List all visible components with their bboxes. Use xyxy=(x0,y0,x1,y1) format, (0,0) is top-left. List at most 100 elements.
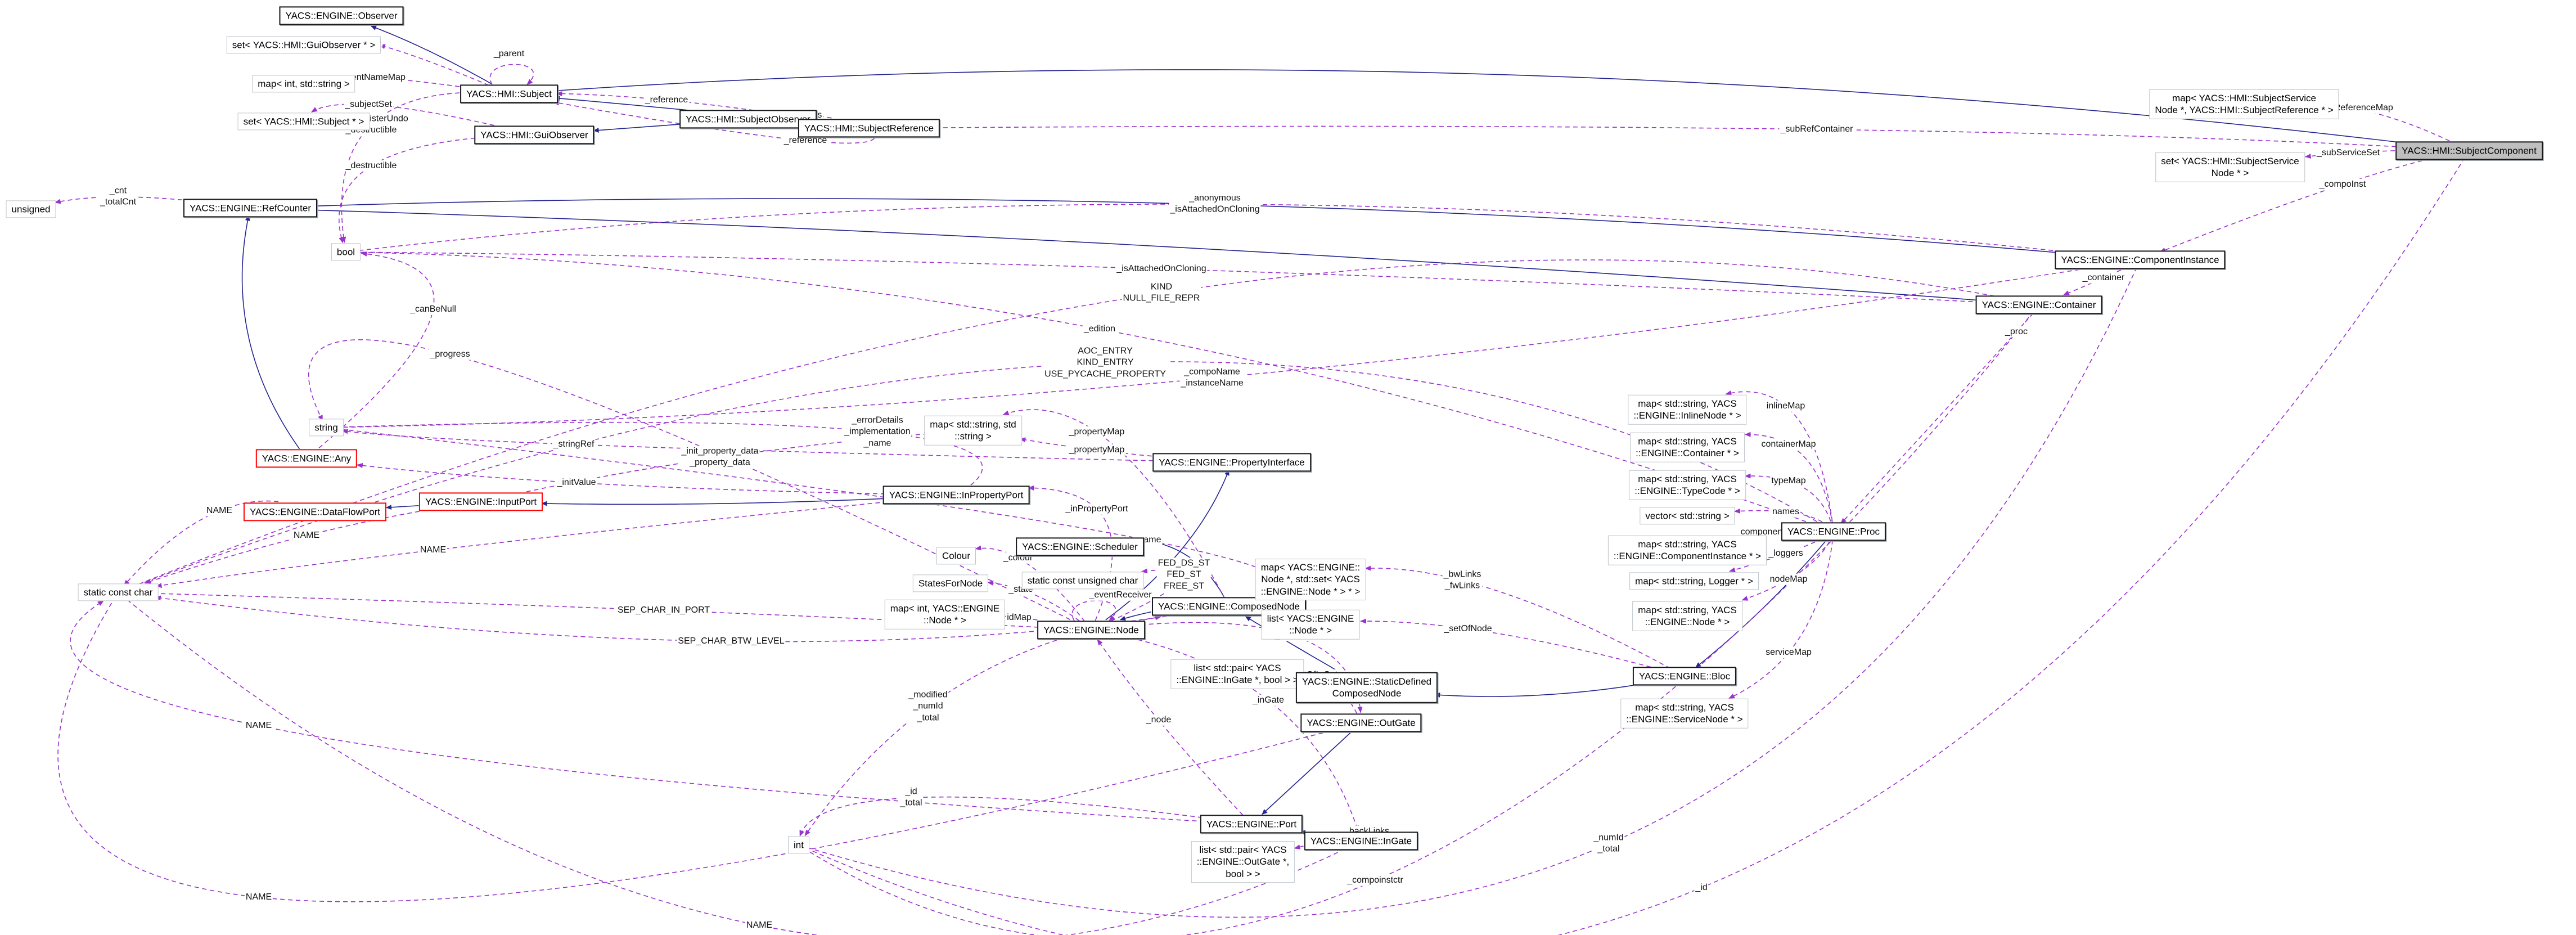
class-box-subjectreference[interactable]: YACS::HMI::SubjectReference xyxy=(798,119,940,138)
class-box-subject[interactable]: YACS::HMI::Subject xyxy=(460,84,558,104)
class-box-port[interactable]: YACS::ENGINE::Port xyxy=(1200,815,1303,834)
edge-label: NAME xyxy=(244,891,273,903)
edge-composednode-map_string_string xyxy=(1002,409,1226,600)
class-box-componentinstance[interactable]: YACS::ENGINE::ComponentInstance xyxy=(2055,250,2226,269)
edge-label: _reference xyxy=(643,94,690,106)
type-box-int: int xyxy=(788,836,809,854)
class-box-refcounter[interactable]: YACS::ENGINE::RefCounter xyxy=(183,199,318,218)
edge-inpropertyport-any xyxy=(356,463,886,495)
edge-any-bool xyxy=(312,251,435,454)
class-box-staticdefined[interactable]: YACS::ENGINE::StaticDefined ComposedNode xyxy=(1295,672,1438,703)
type-box-vector_string: vector< std::string > xyxy=(1640,507,1735,525)
type-box-map_node_set: map< YACS::ENGINE:: Node *, std::set< YA… xyxy=(1255,559,1366,600)
edge-label: AOC_ENTRY KIND_ENTRY USE_PYCACHE_PROPERT… xyxy=(1043,345,1167,380)
type-box-bool: bool xyxy=(331,243,361,261)
edge-subjectobserver-guiobserver xyxy=(593,124,680,133)
edge-label: NAME xyxy=(205,505,234,517)
type-box-map_logger: map< std::string, Logger * > xyxy=(1629,572,1759,590)
edge-label: _errorDetails _implementation _name xyxy=(843,415,912,449)
edge-subjectcomponent-subjectreference xyxy=(929,125,2397,147)
class-box-container[interactable]: YACS::ENGINE::Container xyxy=(1975,295,2102,314)
edge-node-node xyxy=(1071,600,1116,622)
edge-propertyinterface-map_string_string xyxy=(1019,437,1152,457)
edge-label: NAME xyxy=(244,720,273,732)
type-box-list_pair_outgate: list< std::pair< YACS ::ENGINE::OutGate … xyxy=(1191,841,1295,883)
edge-label: _propertyMap xyxy=(1068,426,1126,438)
edge-componentinstance-string xyxy=(326,268,2088,430)
class-box-any[interactable]: YACS::ENGINE::Any xyxy=(255,449,358,468)
edge-label: _init_property_data _property_data xyxy=(680,446,760,469)
edge-subjectcomponent-subject xyxy=(535,69,2413,145)
edge-label: _progress xyxy=(429,348,471,361)
class-box-ingate[interactable]: YACS::ENGINE::InGate xyxy=(1304,831,1418,851)
type-box-statesfornode: StatesForNode xyxy=(912,574,989,592)
type-box-static_const_char: static const char xyxy=(78,583,159,601)
edge-label: _compoinstctr xyxy=(1346,874,1404,887)
edge-inputport-dataflowport xyxy=(386,505,419,510)
edge-label: _id xyxy=(1694,882,1709,894)
edge-label: _subRefContainer xyxy=(1779,123,1854,136)
type-box-map_typecode: map< std::string, YACS ::ENGINE::TypeCod… xyxy=(1629,470,1746,500)
type-box-list_pair_ingate: list< std::pair< YACS ::ENGINE::InGate *… xyxy=(1170,659,1304,689)
edge-label: _eventReceiver xyxy=(1088,589,1153,601)
edge-label: _parent xyxy=(492,48,526,60)
class-box-dataflowport[interactable]: YACS::ENGINE::DataFlowPort xyxy=(243,502,387,522)
edge-label: _node xyxy=(1145,714,1173,726)
edge-any-refcounter xyxy=(241,215,300,449)
type-box-map_inlinenode: map< std::string, YACS ::ENGINE::InlineN… xyxy=(1628,394,1747,425)
edge-label: _setOfNode xyxy=(1443,623,1493,635)
class-box-outgate[interactable]: YACS::ENGINE::OutGate xyxy=(1300,713,1422,732)
edge-composednode-node xyxy=(1119,611,1151,621)
edge-label: _id _total xyxy=(899,786,924,810)
class-box-scheduler[interactable]: YACS::ENGINE::Scheduler xyxy=(1016,537,1144,556)
class-box-proc[interactable]: YACS::ENGINE::Proc xyxy=(1781,522,1886,541)
class-box-composednode[interactable]: YACS::ENGINE::ComposedNode xyxy=(1152,597,1306,616)
edge-bloc-staticdefined xyxy=(1434,685,1634,698)
type-box-unsigned: unsigned xyxy=(6,200,56,218)
class-box-bloc[interactable]: YACS::ENGINE::Bloc xyxy=(1632,667,1737,686)
class-box-node[interactable]: YACS::ENGINE::Node xyxy=(1037,621,1145,640)
edge-label: FED_DS_ST FED_ST FREE_ST xyxy=(1156,558,1212,592)
edge-label: NAME xyxy=(292,529,321,542)
type-box-set_subjectservice: set< YACS::HMI::SubjectService Node * > xyxy=(2155,152,2305,182)
edge-label: _reference xyxy=(782,134,828,147)
type-box-string: string xyxy=(309,419,344,437)
type-box-static_const_uchar: static const unsigned char xyxy=(1021,572,1144,590)
class-box-propertyinterface[interactable]: YACS::ENGINE::PropertyInterface xyxy=(1152,453,1311,472)
edge-label: _destructible xyxy=(344,160,398,172)
class-box-subjectcomponent: YACS::HMI::SubjectComponent xyxy=(2395,141,2543,160)
class-box-subjectobserver[interactable]: YACS::HMI::SubjectObserver xyxy=(679,110,817,129)
edge-label: containerMap xyxy=(1760,438,1817,451)
edge-proc-map_logger xyxy=(1729,541,1816,573)
edge-label: SEP_CHAR_IN_PORT xyxy=(616,604,711,617)
edge-label: typeMap xyxy=(1770,475,1807,487)
edge-label: _inGate xyxy=(1251,694,1286,707)
edge-label: _initValue xyxy=(556,477,597,489)
edge-label: _loggers xyxy=(1767,547,1804,560)
edge-inpropertyport-string xyxy=(326,421,983,486)
edge-container-proc xyxy=(1840,313,2034,524)
edge-dataflowport-static_const_char xyxy=(123,500,279,586)
edge-port-static_const_char xyxy=(70,600,1213,822)
edge-label: idMap xyxy=(1006,612,1033,624)
edge-subject-set_guiobserver xyxy=(379,44,489,86)
edge-label: nodeMap xyxy=(1768,573,1809,586)
edge-label: _isAttachedOnCloning xyxy=(1115,263,1208,275)
class-box-guiobserver[interactable]: YACS::HMI::GuiObserver xyxy=(474,125,595,145)
class-box-inputport[interactable]: YACS::ENGINE::InputPort xyxy=(418,492,543,511)
edge-inpropertyport-inputport xyxy=(541,498,885,506)
class-box-observer[interactable]: YACS::ENGINE::Observer xyxy=(279,6,404,25)
edge-bloc-map_node_set xyxy=(1364,565,1671,669)
type-box-set_subject: set< YACS::HMI::Subject * > xyxy=(237,113,370,131)
edge-label: _cnt _totalCnt xyxy=(98,185,138,209)
type-box-list_node: list< YACS::ENGINE ::Node * > xyxy=(1261,609,1360,640)
edge-node-composednode xyxy=(1142,615,1161,621)
edge-label: names xyxy=(1771,506,1801,518)
class-box-inpropertyport[interactable]: YACS::ENGINE::InPropertyPort xyxy=(882,486,1030,505)
edge-container-static_const_char xyxy=(118,259,1995,593)
edge-label: _inPropertyPort xyxy=(1064,503,1129,515)
edge-container-refcounter xyxy=(298,207,1988,302)
edge-subject-observer xyxy=(370,25,492,84)
type-box-map_subjectservice: map< YACS::HMI::SubjectService Node *, Y… xyxy=(2149,89,2339,119)
